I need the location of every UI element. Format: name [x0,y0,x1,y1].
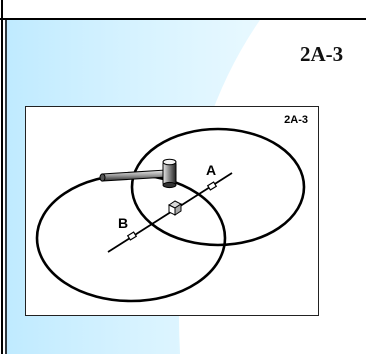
label-a: A [206,162,216,178]
figure-corner-label: 2A-3 [284,114,308,126]
top-border [0,0,366,20]
illustration-figure: 2A-3 [25,106,319,316]
label-b: B [118,215,128,231]
section-tab-label: 2A-3 [300,42,344,66]
point-b-marker [126,231,138,241]
circle-a [130,127,306,247]
hammer-icon [99,158,177,189]
point-a-marker [206,181,218,191]
block-icon [168,200,182,216]
illustration-drawing: 2A-3 [35,114,308,303]
